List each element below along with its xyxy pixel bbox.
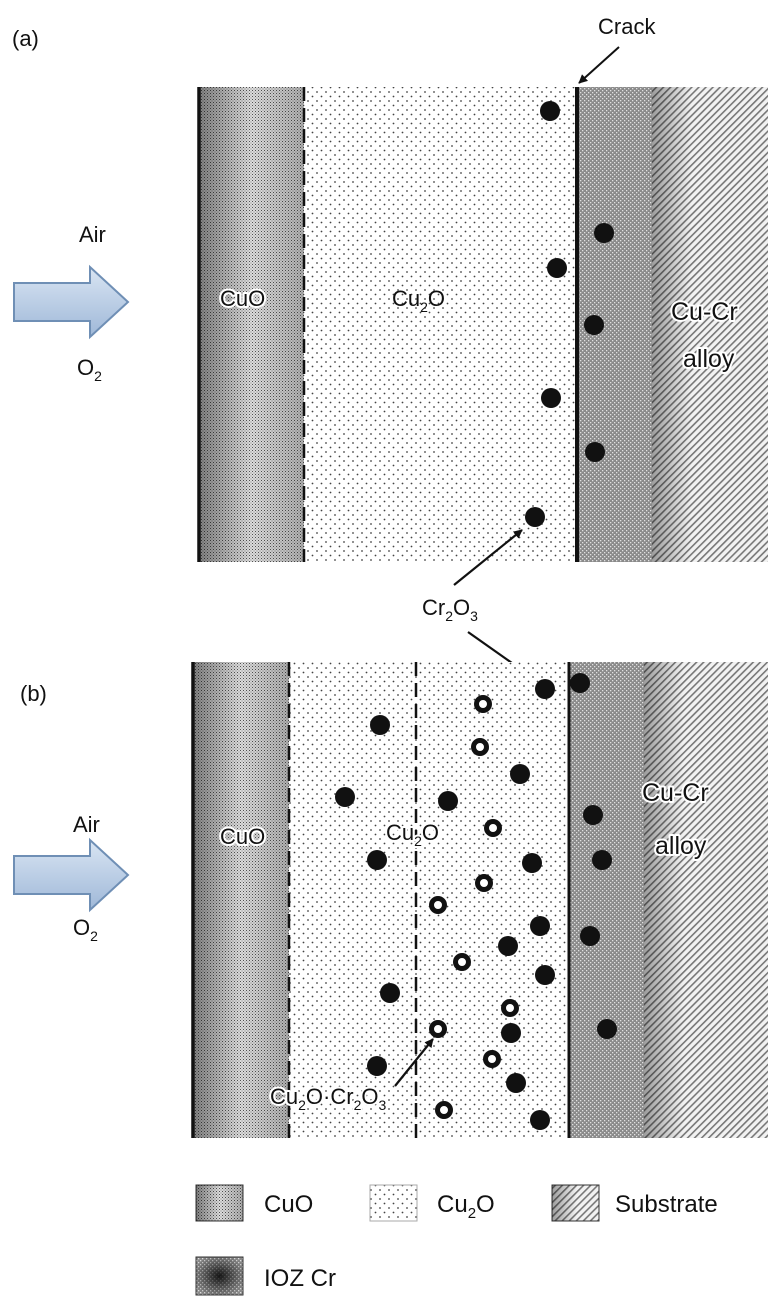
mixed-oxide-particle [435, 1101, 453, 1119]
cr2o3-particle [530, 916, 550, 936]
cr2o3-particles-a [525, 101, 614, 527]
cu2o-label-b: Cu2O [386, 820, 439, 849]
substrate-layer-a-shade [652, 87, 692, 562]
legend-label-cu2o: Cu2O [437, 1191, 495, 1222]
cr2o3-particle [367, 850, 387, 870]
crack-label: Crack [598, 14, 656, 39]
legend-label-cuo: CuO [264, 1191, 313, 1218]
cr2o3-pointer-up [453, 529, 523, 586]
o2-label-a: O2 [77, 355, 102, 384]
cr2o3-particle [597, 1019, 617, 1039]
mixed-oxide-particle [483, 1050, 501, 1068]
mixed-oxide-particle [474, 695, 492, 713]
air-flow-arrow-b [13, 837, 130, 913]
legend-swatch-cuo-shade [196, 1185, 243, 1221]
cuo-label-b: CuO [220, 824, 265, 849]
cr2o3-particle [583, 805, 603, 825]
panel-a-label: (a) [12, 26, 39, 51]
legend-item-substrate: Substrate [551, 1184, 718, 1222]
crack-pointer [578, 46, 620, 84]
alloy-label-b-line1: Cu-Cr [642, 779, 709, 807]
panel-b: (b) Air O2 CuO Cu2O Cu-Cr alloy [13, 662, 768, 1138]
cr2o3-particle [570, 673, 590, 693]
cr2o3-particle [522, 853, 542, 873]
cr2o3-particle [510, 764, 530, 784]
cr2o3-particle [540, 101, 560, 121]
mixed-oxide-particle [484, 819, 502, 837]
legend-label-substrate: Substrate [615, 1191, 718, 1218]
air-label-a: Air [79, 222, 106, 247]
cr2o3-particle [547, 258, 567, 278]
legend: CuO Cu2O Substrate IOZ Cr [195, 1184, 718, 1296]
cr2o3-particle [530, 1110, 550, 1130]
cr2o3-particle [594, 223, 614, 243]
mixed-oxide-particle [429, 1020, 447, 1038]
legend-label-ioz: IOZ Cr [264, 1265, 336, 1292]
cr2o3-particle [335, 787, 355, 807]
legend-item-cu2o: Cu2O [369, 1184, 495, 1222]
cuo-layer-b-shade [193, 662, 289, 1138]
cr2o3-particle [585, 442, 605, 462]
legend-swatch-substrate-shade [552, 1185, 577, 1221]
cuo-label-a: CuO [220, 286, 265, 311]
mixed-oxide-particle [475, 874, 493, 892]
cu2o-layer-a [304, 87, 576, 562]
air-label-b: Air [73, 812, 100, 837]
cr2o3-particle [380, 983, 400, 1003]
alloy-label-a-line2: alloy [683, 345, 735, 373]
cu2o-cr2o3-pointer [394, 1038, 434, 1087]
alloy-label-b-line2: alloy [655, 832, 707, 860]
cr2o3-particle [506, 1073, 526, 1093]
cu2o-label-a: Cu2O [392, 286, 445, 315]
panel-a: (a) Crack Air O2 CuO Cu2O Cu-Cr alloy [12, 14, 768, 562]
cu2o-cr2o3-particles-b [429, 695, 519, 1119]
cr2o3-particle [367, 1056, 387, 1076]
cu2o-layer-b [289, 662, 569, 1138]
cr2o3-particle [498, 936, 518, 956]
cr2o3-callout: Cr2O3 [422, 529, 537, 681]
ioz-layer-b [570, 662, 644, 1138]
cu2o-cr2o3-label: Cu2O·Cr2O3 [270, 1084, 387, 1113]
cr2o3-particle [535, 965, 555, 985]
cr2o3-label: Cr2O3 [422, 595, 478, 624]
cr2o3-particle [525, 507, 545, 527]
cr2o3-particles-b [335, 673, 617, 1130]
cuo-layer-a-shade [199, 87, 304, 562]
cr2o3-particle [541, 388, 561, 408]
cr2o3-particle [501, 1023, 521, 1043]
air-flow-arrow-a [13, 264, 130, 340]
cr2o3-particle [584, 315, 604, 335]
cr2o3-particle [580, 926, 600, 946]
mixed-oxide-particle [429, 896, 447, 914]
legend-item-ioz: IOZ Cr [195, 1256, 336, 1296]
mixed-oxide-particle [501, 999, 519, 1017]
mixed-oxide-particle [453, 953, 471, 971]
cr2o3-particle [535, 679, 555, 699]
cr2o3-particle [438, 791, 458, 811]
legend-item-cuo: CuO [195, 1184, 313, 1222]
legend-swatch-ioz-shade [196, 1257, 243, 1295]
panel-b-label: (b) [20, 681, 47, 706]
o2-label-b: O2 [73, 915, 98, 944]
alloy-label-a-line1: Cu-Cr [671, 298, 738, 326]
mixed-oxide-particle [471, 738, 489, 756]
cr2o3-particle [592, 850, 612, 870]
cr2o3-particle [370, 715, 390, 735]
legend-swatch-cu2o [369, 1184, 418, 1222]
substrate-layer-b-shade [644, 662, 684, 1138]
